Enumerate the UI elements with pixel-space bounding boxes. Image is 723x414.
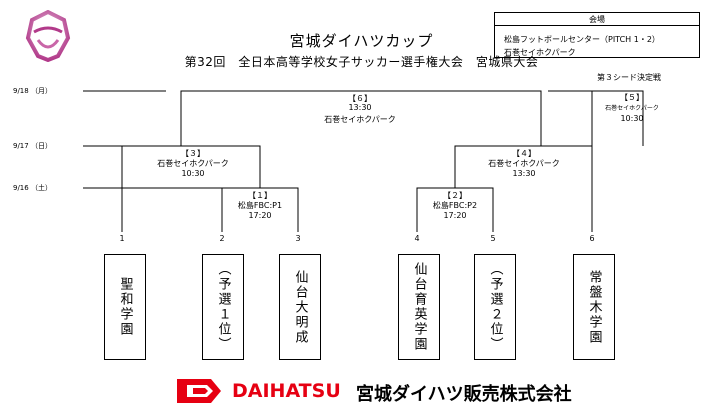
slot-number: 6	[589, 234, 595, 243]
team-box: 仙台大明成	[279, 254, 321, 360]
daihatsu-logo-mark	[175, 377, 223, 405]
team-box: （予選２位）	[474, 254, 516, 360]
match-5-venue: 石巻セイホクパーク	[605, 105, 659, 112]
page-title: 宮城ダイハツカップ	[289, 32, 434, 50]
match-2-time: 17:20	[443, 211, 467, 220]
match-6-num: 【６】	[348, 94, 372, 103]
match-3-time: 10:30	[181, 169, 205, 178]
company-name: 宮城ダイハツ販売株式会社	[356, 384, 572, 405]
venue-box-divider	[495, 25, 699, 26]
date-label-17: 9/17 （日）	[13, 142, 52, 150]
third-place-label: 第３シード決定戦	[597, 73, 661, 82]
match-1-venue: 松島FBC:P1	[237, 201, 283, 210]
daihatsu-brand: DAIHATSU	[232, 380, 341, 402]
venue-box-title: 会場	[589, 15, 605, 24]
venue-line-1: 松島フットボールセンター（PITCH 1・2）	[504, 35, 660, 44]
slot-number: 1	[119, 234, 125, 243]
team-box: 仙台育英学園	[398, 254, 440, 360]
match-4-venue: 石巻セイホクパーク	[488, 159, 560, 168]
venue-line-2: 石巻セイホクパーク	[504, 48, 576, 57]
slot-number: 3	[295, 234, 301, 243]
match-5-time: 10:30	[620, 114, 644, 123]
date-label-18: 9/18 （月）	[13, 87, 52, 95]
match-2-venue: 松島FBC:P2	[432, 201, 478, 210]
venue-box: 会場 松島フットボールセンター（PITCH 1・2） 石巻セイホクパーク	[494, 12, 700, 58]
date-label-16: 9/16 （土）	[13, 184, 52, 192]
page-subtitle: 第32回 全日本高等学校女子サッカー選手権大会 宮城県大会	[184, 55, 539, 69]
tournament-logo	[24, 9, 72, 63]
match-2-num: 【２】	[443, 191, 467, 200]
match-3-num: 【３】	[181, 149, 205, 158]
match-5-num: 【５】	[620, 93, 644, 102]
match-1-time: 17:20	[248, 211, 272, 220]
slot-number: 4	[414, 234, 420, 243]
match-6-time: 13:30	[348, 103, 372, 112]
match-1-num: 【１】	[248, 191, 272, 200]
slot-number: 5	[490, 234, 496, 243]
team-box: 常盤木学園	[573, 254, 615, 360]
match-4-time: 13:30	[512, 169, 536, 178]
slot-number: 2	[219, 234, 225, 243]
team-box: （予選１位）	[202, 254, 244, 360]
team-box: 聖和学園	[104, 254, 146, 360]
match-6-venue: 石巻セイホクパーク	[324, 115, 396, 124]
match-3-venue: 石巻セイホクパーク	[157, 159, 229, 168]
match-4-num: 【４】	[512, 149, 536, 158]
